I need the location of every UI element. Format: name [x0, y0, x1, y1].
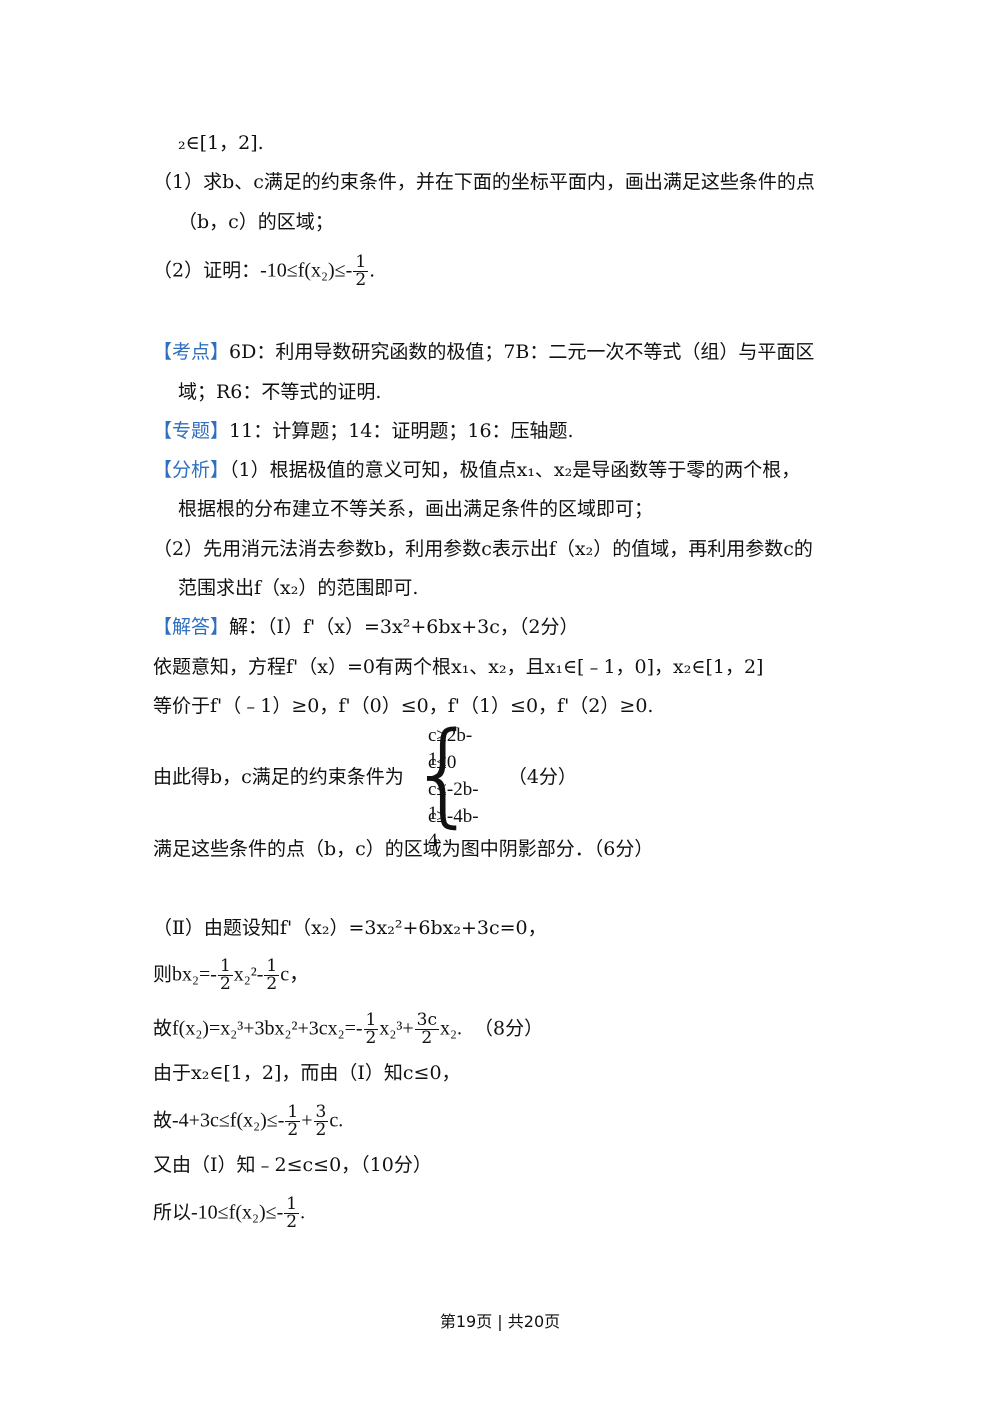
- text-line: 范围求出f（x₂）的范围即可.: [178, 577, 419, 599]
- text: 6D：利用导数研究函数的极值；7B：二元一次不等式（组）与平面区: [229, 341, 815, 363]
- kaodian-tag: 【考点】: [153, 341, 230, 363]
- text: 由此得b，c满足的约束条件为: [153, 766, 404, 788]
- math-expr: f(x₂)=x₂³+3bx₂²+3cx₂=-: [172, 1017, 363, 1040]
- math-expr: +: [301, 1109, 313, 1132]
- text-line: （2）先用消元法消去参数b，利用参数c表示出f（x₂）的值域，再利用参数c的: [153, 538, 813, 560]
- math-expr: x₂.: [439, 1017, 462, 1040]
- math-expr: c，: [280, 963, 310, 986]
- math-expr: bx₂=-: [172, 963, 217, 986]
- text-line: 依题意知，方程f'（x）=0有两个根x₁、x₂，且x₁∈[﹣1，0]，x₂∈[1…: [153, 656, 764, 678]
- fenxi-tag: 【分析】: [153, 459, 230, 481]
- text: 故: [153, 1017, 173, 1040]
- zhuanti-line: 【专题】11：计算题；14：证明题；16：压轴题.: [153, 419, 574, 443]
- text: 解：（Ⅰ）f'（x）=3x²+6bx+3c，（2分）: [229, 616, 579, 638]
- fenxi-line: 【分析】（1）根据极值的意义可知，极值点x₁、x₂是导函数等于零的两个根，: [153, 458, 800, 482]
- text-line: 由于x₂∈[1，2]，而由（Ⅰ）知c≤0，: [153, 1062, 461, 1084]
- text: 则: [153, 963, 173, 986]
- text: 故: [153, 1109, 173, 1132]
- left-brace: {: [408, 709, 480, 839]
- kaodian-line: 【考点】6D：利用导数研究函数的极值；7B：二元一次不等式（组）与平面区: [153, 340, 814, 364]
- text-line: 又由（Ⅰ）知﹣2≤c≤0，（10分）: [153, 1154, 432, 1176]
- jieda-tag: 【解答】: [153, 616, 230, 638]
- math-expr: x₂³+: [379, 1017, 414, 1040]
- text-line: ₂∈[1，2].: [178, 132, 264, 154]
- text-line: 由此得b，c满足的约束条件为 （4分）: [153, 765, 577, 789]
- constraint: c≤-2b-1: [428, 779, 479, 824]
- math-expr: .: [300, 1201, 306, 1224]
- text-line: 满足这些条件的点（b，c）的区域为图中阴影部分．（6分）: [153, 838, 654, 860]
- zhuanti-tag: 【专题】: [153, 420, 230, 442]
- text: （2）证明：: [153, 259, 261, 282]
- constraint: c≤0: [428, 752, 457, 773]
- math-expr: c.: [329, 1109, 344, 1132]
- page-footer: 第19页 | 共20页: [439, 1312, 561, 1331]
- math-expr: x₂²-: [233, 963, 264, 986]
- text: 所以: [153, 1201, 192, 1224]
- text-line: （1）求b、c满足的约束条件，并在下面的坐标平面内，画出满足这些条件的点: [153, 171, 815, 193]
- text: （8分）: [474, 1017, 544, 1040]
- constraint: c≥2b-1: [428, 725, 473, 770]
- text: （4分）: [507, 766, 577, 788]
- math-expr: -10≤f(x₂)≤-: [191, 1201, 284, 1224]
- math-expr: -10≤f(x₂)≤-: [260, 259, 353, 282]
- text-line: （Ⅱ）由题设知f'（x₂）=3x₂²+6bx₂+3c=0，: [153, 917, 547, 939]
- math-expr: -4+3c≤f(x₂)≤-: [172, 1109, 285, 1132]
- text-line: 等价于f'（﹣1）≥0，f'（0）≤0，f'（1）≤0，f'（2）≥0.: [153, 695, 654, 717]
- constraint: c≥-4b-4: [428, 806, 479, 851]
- text-line: 域；R6：不等式的证明.: [178, 381, 382, 403]
- text-line: 根据根的分布建立不等关系，画出满足条件的区域即可；: [178, 498, 654, 520]
- text: （1）根据极值的意义可知，极值点x₁、x₂是导函数等于零的两个根，: [229, 459, 801, 481]
- text-line: （b，c）的区域；: [178, 211, 334, 233]
- text: 11：计算题；14：证明题；16：压轴题.: [229, 420, 574, 442]
- jieda-line: 【解答】解：（Ⅰ）f'（x）=3x²+6bx+3c，（2分）: [153, 615, 578, 639]
